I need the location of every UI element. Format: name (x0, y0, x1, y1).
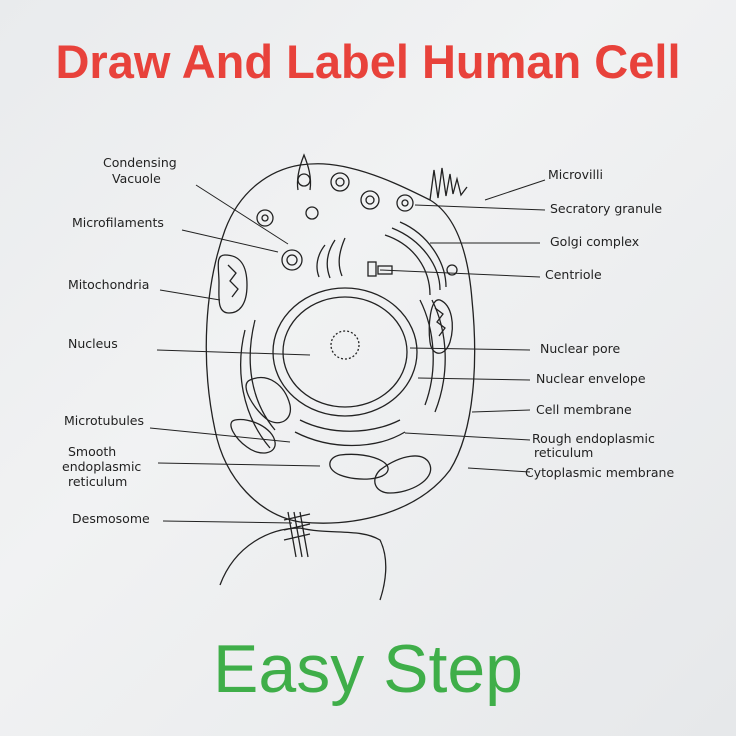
label-smooth-er-2: endoplasmic (62, 459, 142, 474)
label-microfilaments: Microfilaments (72, 215, 164, 230)
label-smooth-er-1: Smooth (68, 444, 117, 459)
page-title: Draw And Label Human Cell (55, 35, 681, 88)
desmosome (283, 511, 311, 558)
nuclear-envelope (272, 287, 418, 417)
label-smooth-er-3: reticulum (68, 474, 128, 489)
golgi-complex (384, 221, 447, 296)
label-golgi-complex: Golgi complex (550, 234, 640, 249)
label-secretory-granule: Secratory granule (550, 201, 663, 216)
mitochondria-left (217, 254, 248, 314)
microvilli (429, 167, 468, 201)
label-nucleus: Nucleus (68, 336, 118, 351)
label-rough-er-2: reticulum (534, 445, 594, 460)
neighbor-cell (219, 527, 387, 601)
label-microtubules: Microtubules (64, 413, 144, 428)
label-nuclear-pore: Nuclear pore (540, 341, 621, 356)
label-cytoplasmic-membrane: Cytoplasmic membrane (525, 465, 675, 480)
label-cell-membrane: Cell membrane (536, 402, 632, 417)
label-rough-er-1: Rough endoplasmic (532, 431, 655, 446)
label-microvilli: Microvilli (548, 167, 603, 182)
label-condensing-vacuole-1: Condensing (103, 155, 177, 170)
footer-caption: Easy Step (213, 631, 523, 707)
label-centriole: Centriole (545, 267, 602, 282)
mitochondria-right (428, 299, 453, 354)
label-desmosome: Desmosome (72, 511, 150, 526)
cell-membrane-outline (205, 163, 476, 524)
label-mitochondria: Mitochondria (68, 277, 150, 292)
label-nuclear-envelope: Nuclear envelope (536, 371, 646, 386)
label-condensing-vacuole-2: Vacuole (112, 171, 161, 186)
